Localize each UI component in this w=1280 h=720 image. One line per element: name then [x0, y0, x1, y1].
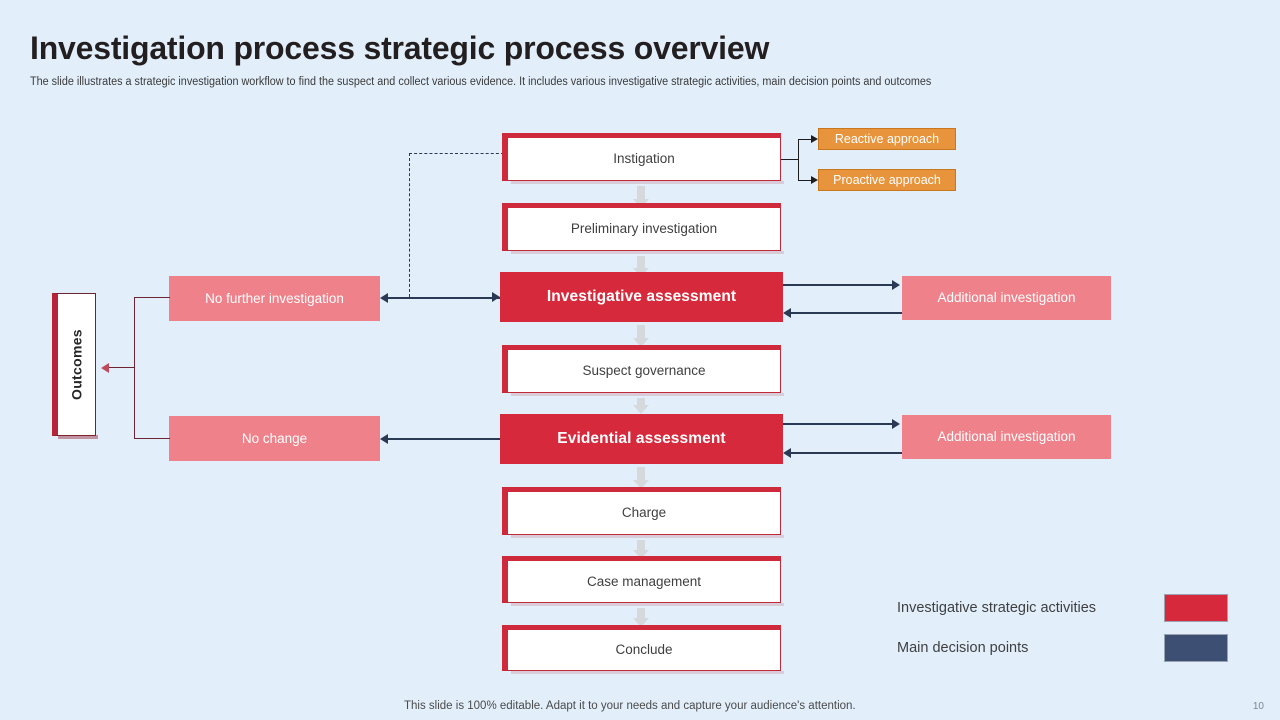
arrow-evidential-to-no-change-head — [380, 434, 388, 444]
arrow-additional-to-investigative-line — [791, 312, 902, 314]
connector-charge-case-management — [633, 540, 649, 559]
outcomes-bracket-top — [134, 297, 170, 299]
approach-proactive-lead — [798, 180, 812, 182]
node-additional-investigation-2-label: Additional investigation — [937, 429, 1076, 445]
arrow-evidential-to-no-change-line — [388, 438, 500, 440]
connector-case-management-conclude — [633, 608, 649, 627]
node-reactive-approach-label: Reactive approach — [834, 131, 940, 146]
node-no-change[interactable]: No change — [169, 416, 380, 461]
approach-reactive-lead — [798, 139, 812, 141]
page-title: Investigation process strategic process … — [30, 30, 770, 66]
node-no-further-investigation[interactable]: No further investigation — [169, 276, 380, 321]
legend-item-1-swatch — [1164, 634, 1228, 662]
node-no-change-label: No change — [241, 430, 308, 446]
arrow-investigative-to-additional-line — [783, 284, 893, 286]
node-charge[interactable]: Charge — [502, 487, 784, 538]
node-evidential-assessment[interactable]: Evidential assessment — [500, 414, 783, 464]
node-suspect-governance[interactable]: Suspect governance — [502, 345, 784, 396]
node-charge-label: Charge — [621, 505, 667, 521]
approach-reactive-arrowhead — [811, 135, 818, 143]
arrow-evidential-to-additional-head — [892, 419, 900, 429]
page-subtitle: The slide illustrates a strategic invest… — [30, 76, 932, 88]
outcomes-arrowhead — [101, 363, 109, 373]
connector-investigative-suspect — [633, 325, 649, 347]
connector-evidential-charge — [633, 467, 649, 489]
node-reactive-approach[interactable]: Reactive approach — [818, 128, 956, 150]
approach-proactive-arrowhead — [811, 176, 818, 184]
footer-note: This slide is 100% editable. Adapt it to… — [404, 700, 856, 712]
node-additional-investigation-1-label: Additional investigation — [937, 290, 1076, 306]
node-conclude-label: Conclude — [615, 642, 673, 658]
node-instigation[interactable]: Instigation — [502, 133, 784, 184]
node-proactive-approach-label: Proactive approach — [833, 172, 941, 187]
node-suspect-governance-label: Suspect governance — [582, 363, 706, 379]
legend-item-0-swatch — [1164, 594, 1228, 622]
feedback-loop-top — [409, 153, 504, 154]
arrow-additional-to-investigative-head — [783, 308, 791, 318]
legend-item-0-label: Investigative strategic activities — [897, 600, 1097, 616]
node-additional-investigation-1[interactable]: Additional investigation — [902, 276, 1111, 320]
node-no-further-investigation-label: No further investigation — [205, 290, 344, 306]
page-number: 10 — [1252, 701, 1264, 712]
node-outcomes-label: Outcomes — [68, 329, 85, 400]
arrow-additional-to-evidential-head — [783, 448, 791, 458]
outcomes-bracket-bottom — [134, 438, 170, 440]
arrow-investigative-to-additional-head — [892, 280, 900, 290]
arrow-investigative-to-no-further-line — [388, 297, 500, 299]
arrow-additional-to-evidential-line — [791, 452, 902, 454]
arrow-investigative-to-no-further-head — [380, 293, 388, 303]
node-instigation-label: Instigation — [613, 151, 675, 167]
node-evidential-assessment-label: Evidential assessment — [557, 430, 726, 448]
node-investigative-assessment[interactable]: Investigative assessment — [500, 272, 783, 322]
approach-spine — [798, 139, 800, 180]
node-preliminary-investigation[interactable]: Preliminary investigation — [502, 203, 784, 254]
node-conclude[interactable]: Conclude — [502, 625, 784, 674]
node-case-management[interactable]: Case management — [502, 556, 784, 606]
node-preliminary-label: Preliminary investigation — [570, 221, 718, 237]
arrow-evidential-to-additional-line — [783, 423, 893, 425]
node-investigative-assessment-label: Investigative assessment — [546, 288, 737, 306]
node-outcomes[interactable]: Outcomes — [52, 293, 98, 439]
node-proactive-approach[interactable]: Proactive approach — [818, 169, 956, 191]
legend-item-1-label: Main decision points — [897, 640, 1029, 656]
approach-stub — [781, 159, 799, 161]
feedback-loop-vertical — [409, 153, 410, 297]
node-case-management-label: Case management — [586, 573, 702, 589]
outcomes-bracket-lead — [108, 367, 135, 369]
node-additional-investigation-2[interactable]: Additional investigation — [902, 415, 1111, 459]
connector-suspect-evidential — [633, 398, 649, 414]
